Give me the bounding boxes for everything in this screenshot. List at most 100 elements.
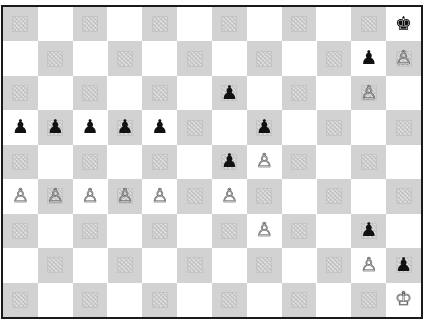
board-square-r3-c11[interactable]: ♙	[351, 76, 386, 110]
board-square-r7-c12[interactable]	[386, 214, 421, 248]
white-pawn-icon[interactable]: ♙	[386, 41, 421, 75]
board-square-r3-c8[interactable]	[247, 76, 282, 110]
board-square-r8-c10[interactable]	[317, 248, 352, 282]
board-square-r8-c4[interactable]	[108, 248, 143, 282]
board-square-r8-c12[interactable]: ♟	[386, 248, 421, 282]
board-square-r1-c9[interactable]	[282, 7, 317, 41]
board-square-r2-c6[interactable]	[177, 41, 212, 75]
board-square-r9-c12[interactable]: ♔	[386, 283, 421, 317]
board-square-r5-c6[interactable]	[177, 145, 212, 179]
white-pawn-icon[interactable]: ♙	[73, 179, 108, 213]
board-square-r4-c10[interactable]	[317, 110, 352, 144]
board-square-r1-c1[interactable]	[3, 7, 38, 41]
board-square-r3-c4[interactable]	[108, 76, 143, 110]
white-pawn-icon[interactable]: ♙	[3, 179, 38, 213]
board-square-r6-c3[interactable]: ♙	[73, 179, 108, 213]
board-square-r4-c4[interactable]: ♟	[108, 110, 143, 144]
black-pawn-icon[interactable]: ♟	[386, 248, 421, 282]
board-square-r1-c12[interactable]: ♚	[386, 7, 421, 41]
board-square-r3-c5[interactable]	[142, 76, 177, 110]
board-square-r8-c5[interactable]	[142, 248, 177, 282]
white-pawn-icon[interactable]: ♙	[247, 145, 282, 179]
board-square-r6-c8[interactable]	[247, 179, 282, 213]
board-square-r2-c4[interactable]	[108, 41, 143, 75]
black-pawn-icon[interactable]: ♟	[142, 110, 177, 144]
board-square-r7-c10[interactable]	[317, 214, 352, 248]
black-pawn-icon[interactable]: ♟	[212, 145, 247, 179]
board-square-r7-c3[interactable]	[73, 214, 108, 248]
board-square-r4-c3[interactable]: ♟	[73, 110, 108, 144]
board-square-r9-c9[interactable]	[282, 283, 317, 317]
board-square-r3-c10[interactable]	[317, 76, 352, 110]
board-square-r7-c11[interactable]: ♟	[351, 214, 386, 248]
board-square-r9-c2[interactable]	[38, 283, 73, 317]
board-square-r8-c9[interactable]	[282, 248, 317, 282]
board-square-r3-c9[interactable]	[282, 76, 317, 110]
board-square-r6-c2[interactable]: ♙	[38, 179, 73, 213]
black-pawn-icon[interactable]: ♟	[38, 110, 73, 144]
board-square-r7-c8[interactable]: ♙	[247, 214, 282, 248]
board-square-r9-c4[interactable]	[108, 283, 143, 317]
board-square-r3-c1[interactable]	[3, 76, 38, 110]
board-square-r3-c2[interactable]	[38, 76, 73, 110]
white-pawn-icon[interactable]: ♙	[38, 179, 73, 213]
board-square-r7-c9[interactable]	[282, 214, 317, 248]
board-square-r6-c12[interactable]	[386, 179, 421, 213]
white-pawn-icon[interactable]: ♙	[108, 179, 143, 213]
white-pawn-icon[interactable]: ♙	[212, 179, 247, 213]
board-square-r6-c9[interactable]	[282, 179, 317, 213]
board-square-r5-c8[interactable]: ♙	[247, 145, 282, 179]
board-square-r4-c9[interactable]	[282, 110, 317, 144]
board-square-r5-c10[interactable]	[317, 145, 352, 179]
board-square-r1-c4[interactable]	[108, 7, 143, 41]
board-square-r5-c1[interactable]	[3, 145, 38, 179]
board-square-r8-c8[interactable]	[247, 248, 282, 282]
board-square-r8-c11[interactable]: ♙	[351, 248, 386, 282]
board-square-r5-c7[interactable]: ♟	[212, 145, 247, 179]
board-square-r5-c3[interactable]	[73, 145, 108, 179]
board-square-r5-c5[interactable]	[142, 145, 177, 179]
board-square-r7-c6[interactable]	[177, 214, 212, 248]
board-square-r2-c5[interactable]	[142, 41, 177, 75]
board-square-r7-c7[interactable]	[212, 214, 247, 248]
black-king-icon[interactable]: ♚	[386, 7, 421, 41]
board-square-r3-c12[interactable]	[386, 76, 421, 110]
board-square-r9-c3[interactable]	[73, 283, 108, 317]
board-square-r1-c7[interactable]	[212, 7, 247, 41]
board-square-r4-c7[interactable]	[212, 110, 247, 144]
white-pawn-icon[interactable]: ♙	[351, 76, 386, 110]
board-square-r6-c7[interactable]: ♙	[212, 179, 247, 213]
board-square-r4-c2[interactable]: ♟	[38, 110, 73, 144]
board-square-r6-c6[interactable]	[177, 179, 212, 213]
white-king-icon[interactable]: ♔	[386, 283, 421, 317]
board-square-r1-c11[interactable]	[351, 7, 386, 41]
white-pawn-icon[interactable]: ♙	[351, 248, 386, 282]
board-square-r1-c2[interactable]	[38, 7, 73, 41]
board-square-r9-c5[interactable]	[142, 283, 177, 317]
board-square-r1-c8[interactable]	[247, 7, 282, 41]
board-square-r2-c9[interactable]	[282, 41, 317, 75]
board-square-r9-c1[interactable]	[3, 283, 38, 317]
board-square-r4-c12[interactable]	[386, 110, 421, 144]
board-square-r2-c10[interactable]	[317, 41, 352, 75]
board-square-r5-c12[interactable]	[386, 145, 421, 179]
board-square-r3-c3[interactable]	[73, 76, 108, 110]
board-square-r4-c1[interactable]: ♟	[3, 110, 38, 144]
black-pawn-icon[interactable]: ♟	[3, 110, 38, 144]
board-square-r8-c6[interactable]	[177, 248, 212, 282]
board-square-r5-c4[interactable]	[108, 145, 143, 179]
board-square-r8-c2[interactable]	[38, 248, 73, 282]
board-square-r4-c6[interactable]	[177, 110, 212, 144]
board-square-r7-c4[interactable]	[108, 214, 143, 248]
board-square-r6-c1[interactable]: ♙	[3, 179, 38, 213]
board-square-r2-c2[interactable]	[38, 41, 73, 75]
board-square-r3-c7[interactable]: ♟	[212, 76, 247, 110]
board-square-r1-c3[interactable]	[73, 7, 108, 41]
board-square-r9-c10[interactable]	[317, 283, 352, 317]
board-square-r3-c6[interactable]	[177, 76, 212, 110]
board-square-r6-c5[interactable]: ♙	[142, 179, 177, 213]
board-square-r2-c11[interactable]: ♟	[351, 41, 386, 75]
board-square-r8-c3[interactable]	[73, 248, 108, 282]
board-square-r5-c9[interactable]	[282, 145, 317, 179]
board-square-r6-c4[interactable]: ♙	[108, 179, 143, 213]
